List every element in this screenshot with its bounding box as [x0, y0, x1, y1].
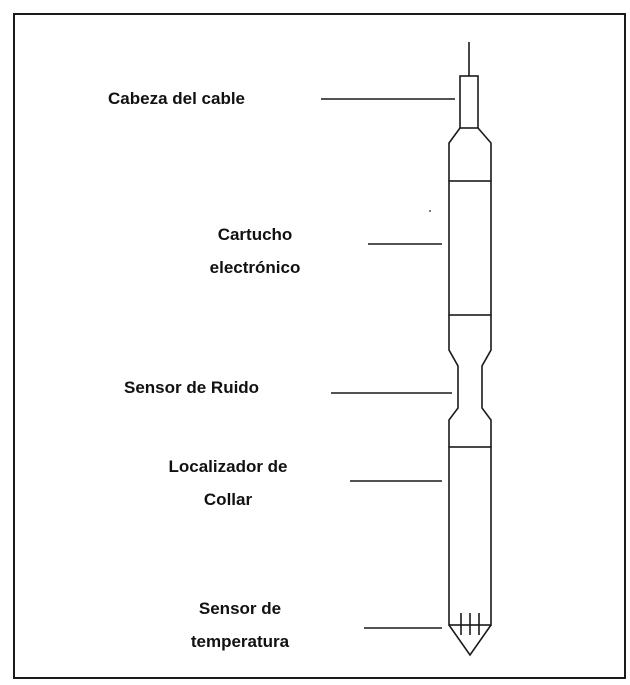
label-collar-locator: Localizador de Collar: [148, 450, 308, 516]
noise-sensor-body: [448, 315, 492, 447]
scan-speck: [429, 210, 431, 212]
cable-head: [459, 75, 479, 129]
collar-locator: [448, 446, 492, 626]
label-noise-sensor: Sensor de Ruido: [124, 371, 259, 404]
label-electronic-cartridge: Cartucho electrónico: [180, 218, 330, 284]
label-electronic-cartridge-line2: electrónico: [209, 258, 301, 277]
temperature-sensor-nose: [448, 624, 492, 657]
label-temperature-sensor-line1: Sensor de: [198, 599, 282, 618]
label-electronic-cartridge-line1: Cartucho: [217, 225, 293, 244]
label-noise-sensor-text: Sensor de Ruido: [124, 378, 260, 397]
diagram-frame: [13, 13, 626, 679]
label-temperature-sensor-line2: temperatura: [190, 632, 290, 651]
label-cable-head-text: Cabeza del cable: [108, 89, 246, 108]
label-temperature-sensor: Sensor de temperatura: [170, 592, 310, 658]
electronic-cartridge: [448, 180, 492, 316]
label-collar-locator-line2: Collar: [203, 490, 253, 509]
label-cable-head: Cabeza del cable: [108, 82, 245, 115]
cable-head-taper: [448, 127, 492, 181]
label-collar-locator-line1: Localizador de: [168, 457, 288, 476]
